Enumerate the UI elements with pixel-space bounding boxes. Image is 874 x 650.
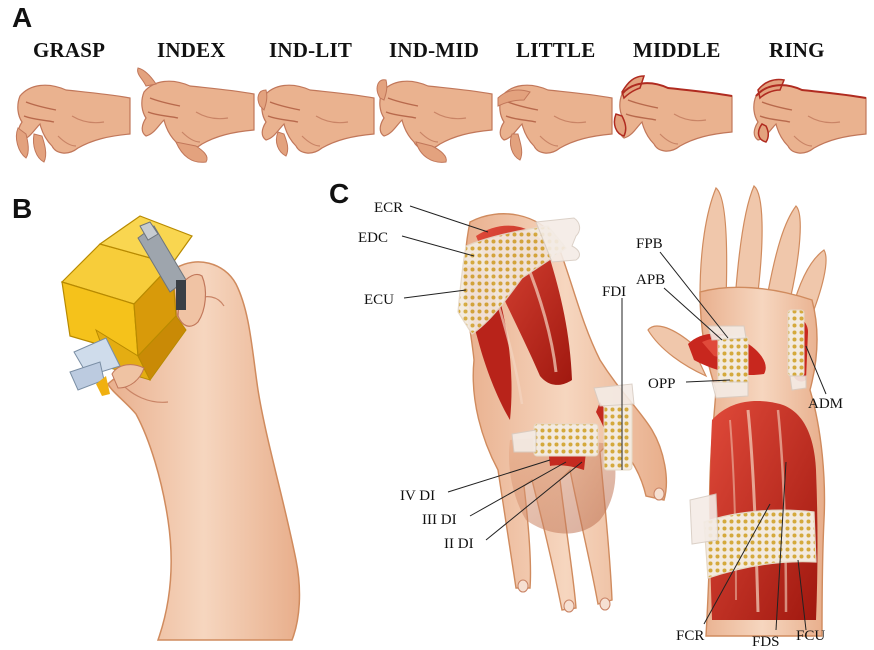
hand-ind-lit-illustration: [258, 85, 374, 156]
label-ii-di: II DI: [444, 536, 474, 552]
label-fdi: FDI: [602, 284, 626, 300]
hand-little-illustration: [498, 85, 612, 160]
label-fds: FDS: [752, 634, 780, 650]
label-fpb: FPB: [636, 236, 663, 252]
label-iv-di: IV DI: [400, 488, 435, 504]
hand-ring-illustration: [754, 79, 866, 153]
hand-middle-illustration: [614, 76, 732, 151]
label-opp: OPP: [648, 376, 676, 392]
hand-index-illustration: [138, 68, 254, 162]
hand-grasp-illustration: [16, 85, 130, 162]
hand-ind-mid-illustration: [377, 80, 492, 163]
label-ecr: ECR: [374, 200, 403, 216]
label-fcr: FCR: [676, 628, 704, 644]
label-adm: ADM: [808, 396, 843, 412]
label-apb: APB: [636, 272, 665, 288]
label-edc: EDC: [358, 230, 388, 246]
hand-holding-device-illustration: [62, 216, 299, 640]
label-ecu: ECU: [364, 292, 394, 308]
label-fcu: FCU: [796, 628, 825, 644]
label-iii-di: III DI: [422, 512, 457, 528]
